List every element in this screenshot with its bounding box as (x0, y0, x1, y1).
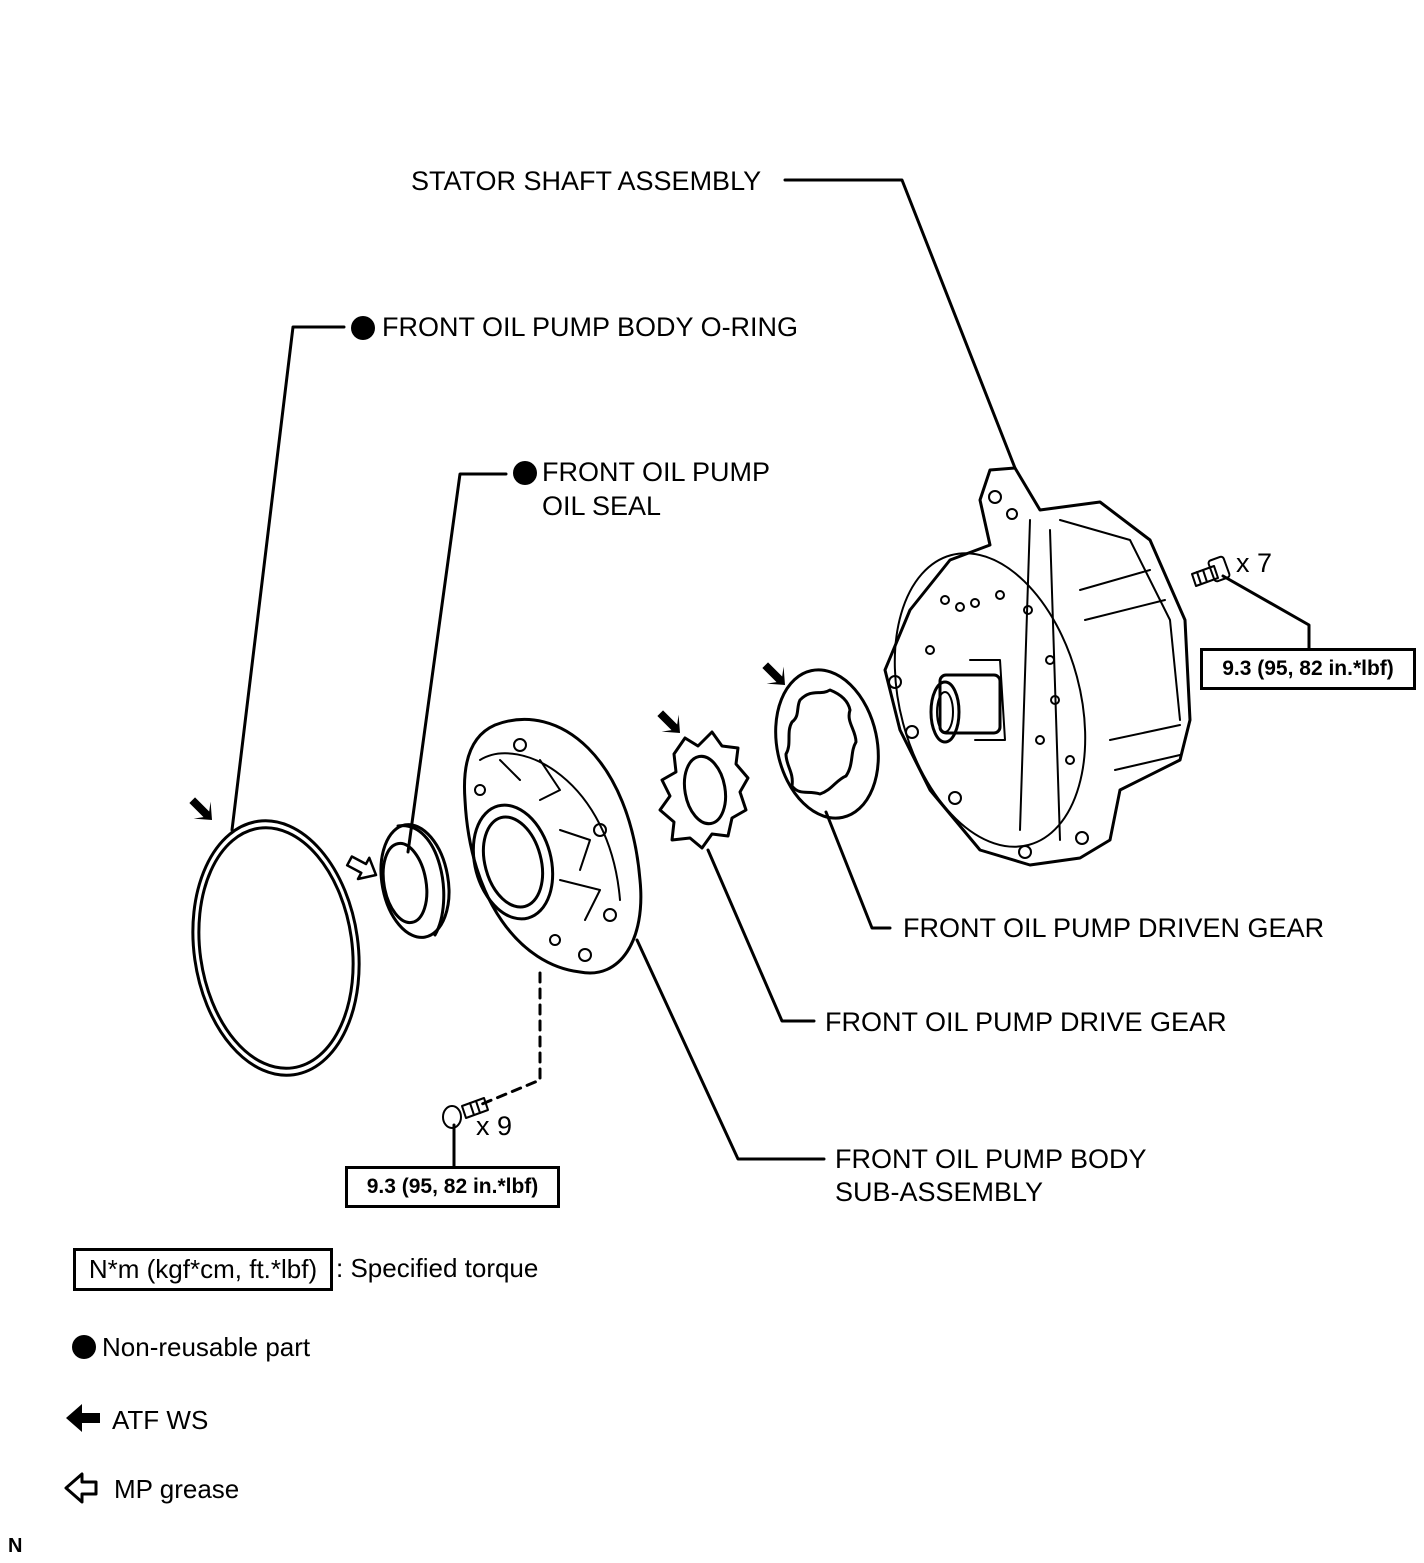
label-drive-gear: FRONT OIL PUMP DRIVE GEAR (825, 1007, 1227, 1037)
atf-arrows (189, 662, 785, 820)
label-o-ring: FRONT OIL PUMP BODY O-RING (382, 312, 799, 342)
grease-arrow-oil-seal (345, 855, 378, 881)
label-stator-shaft: STATOR SHAFT ASSEMBLY (411, 166, 762, 196)
label-oil-seal-line1: FRONT OIL PUMP (542, 457, 771, 487)
label-driven-gear: FRONT OIL PUMP DRIVEN GEAR (903, 913, 1325, 943)
leader-lines (230, 178, 1311, 1168)
stator-shaft-part (883, 466, 1192, 867)
label-pump-body-line1: FRONT OIL PUMP BODY (835, 1144, 1147, 1174)
label-pump-body-line2: SUB-ASSEMBLY (835, 1177, 1044, 1207)
bolt-bottom (442, 1097, 489, 1129)
leader-driven-gear (824, 810, 892, 930)
atf-arrow-o-ring (189, 797, 212, 820)
legend-torque-box: N*m (kgf*cm, ft.*lbf) (73, 1248, 333, 1291)
legend-grease-arrow-icon (64, 1472, 98, 1504)
driven-gear-part (774, 668, 880, 820)
legend-non-reusable-dot-icon (72, 1335, 96, 1359)
leader-pump-body (635, 938, 826, 1161)
bolt-bottom-count: x 9 (476, 1111, 513, 1141)
o-ring-part (191, 819, 361, 1077)
atf-arrow-driven-gear (762, 662, 785, 685)
leader-stator-shaft (783, 178, 1017, 470)
torque-box-bottom: 9.3 (95, 82 in.*lbf) (345, 1166, 560, 1208)
leader-right-bolt (1221, 574, 1311, 652)
legend-grease-text: MP grease (114, 1474, 240, 1504)
drive-gear-part (658, 730, 750, 850)
non-reusable-dot-icon (513, 461, 537, 485)
label-oil-seal-line2: OIL SEAL (542, 491, 662, 521)
non-reusable-dot-icon (351, 316, 375, 340)
legend-torque-text: : Specified torque (336, 1253, 539, 1283)
leader-o-ring (230, 325, 346, 832)
legend-atf-arrow-icon (66, 1404, 100, 1432)
leader-bottom-bolt-dashed (480, 971, 542, 1106)
pump-body-part (462, 718, 643, 975)
torque-box-right: 9.3 (95, 82 in.*lbf) (1200, 648, 1416, 690)
oil-seal-part (379, 823, 451, 939)
bolt-right-count: x 7 (1236, 548, 1273, 578)
atf-arrow-drive-gear (657, 710, 680, 733)
bolt-right (1191, 555, 1231, 587)
leader-drive-gear (706, 848, 816, 1023)
legend-atf-text: ATF WS (112, 1405, 209, 1435)
legend-non-reusable-text: Non-reusable part (102, 1332, 311, 1362)
leader-oil-seal (406, 472, 508, 854)
corner-mark: N (8, 1535, 23, 1557)
